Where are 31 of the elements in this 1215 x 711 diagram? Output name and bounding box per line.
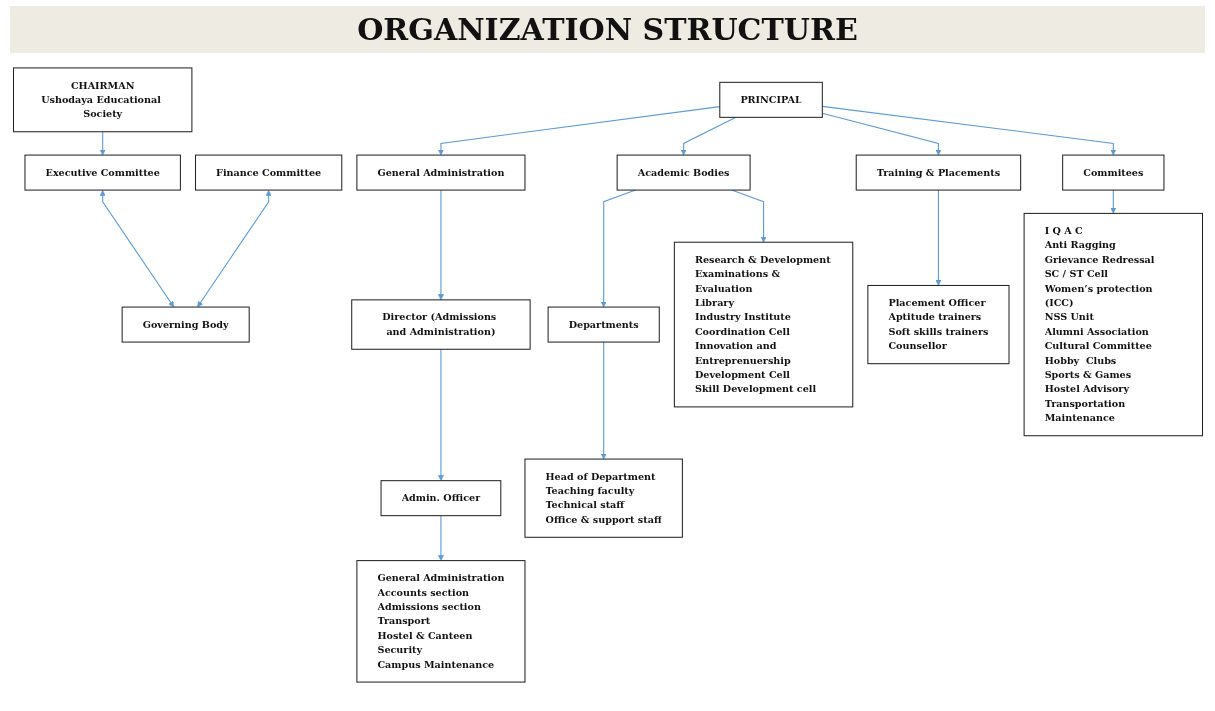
arrow <box>1109 189 1116 214</box>
node-box: Finance Committee <box>194 154 342 191</box>
arrow <box>437 515 444 561</box>
node-box: Director (Admissions and Administration) <box>350 299 531 350</box>
node-box: Academic Bodies <box>616 154 751 191</box>
node-box: General Administration Accounts section Admissions section Transport Hostel & Canteen Security Campus Maintenance <box>355 560 525 683</box>
arrow <box>680 116 736 156</box>
arrow <box>437 189 444 301</box>
node-box: Training & Placements <box>855 154 1021 191</box>
node-box: I Q A C Anti Ragging Grievance Redressal SC / ST Cell Women’s protection (ICC) NSS Unit Alumni Association Cultural Committee Hobby Clubs Sports & Games Hostel Advisory Transportation Maintenance <box>1023 212 1203 437</box>
arrow <box>99 190 174 308</box>
arrow <box>600 341 607 460</box>
arrow <box>196 190 272 308</box>
node-box: Placement Officer Aptitude trainers Soft skills trainers Counsellor <box>866 284 1009 365</box>
node-box: Admin. Officer <box>380 480 501 517</box>
node-box: Research & Development Examinations & Evaluation Library Industry Institute Coordination Cell Innovation and Entreprenuership Development Cell Skill Development cell <box>673 241 853 408</box>
arrow <box>821 112 941 156</box>
node-box: PRINCIPAL <box>718 81 823 118</box>
node-box: Departments <box>547 306 660 343</box>
arrow <box>934 189 941 286</box>
node-box: CHAIRMAN Ushodaya Educational Society <box>12 67 192 133</box>
node-box: General Administration <box>355 154 525 191</box>
node-box: Head of Department Teaching faculty Technical staff Office & support staff <box>523 458 683 538</box>
arrow <box>437 106 720 156</box>
node-box: Commitees <box>1061 154 1164 191</box>
node-box: Executive Committee <box>23 154 181 191</box>
node-box: Governing Body <box>121 306 250 343</box>
arrow <box>437 348 444 481</box>
arrow <box>99 131 106 156</box>
arrow <box>821 105 1116 156</box>
diagram-title: ORGANIZATION STRUCTURE <box>10 6 1205 53</box>
